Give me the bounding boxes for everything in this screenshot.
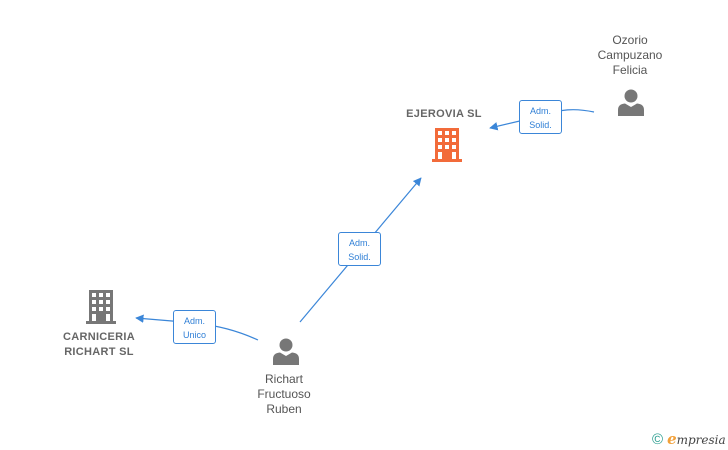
person-name-line: Ozorio: [612, 33, 648, 47]
edge-role-line: Adm.: [183, 316, 205, 326]
copyright-icon: ©: [652, 430, 664, 448]
edge-label-ozorio-ejerovia[interactable]: Adm. Solid.: [519, 100, 562, 134]
company-name-line: RICHART SL: [64, 346, 134, 358]
edge-role-line: Adm.: [348, 238, 370, 248]
brand-rest: mpresia: [676, 433, 726, 447]
edge-role-line: Solid.: [529, 120, 552, 130]
person-name-line: Richart: [264, 372, 303, 386]
person-icon[interactable]: [272, 337, 300, 365]
company-name-ejerovia[interactable]: EJEROVIA SL: [406, 108, 482, 120]
person-name-ozorio[interactable]: Ozorio Campuzano Felicia: [578, 33, 682, 78]
person-name-line: Fructuoso: [257, 387, 311, 401]
person-icon[interactable]: [617, 88, 645, 116]
company-name-carniceria[interactable]: CARNICERIA RICHART SL: [44, 330, 154, 360]
edge-label-richart-ejerovia[interactable]: Adm. Solid.: [338, 232, 381, 266]
brand-initial: e: [667, 430, 677, 448]
building-icon[interactable]: [86, 290, 116, 324]
person-name-line: Felicia: [612, 63, 648, 77]
empresia-watermark: © empresia: [652, 430, 726, 448]
edge-role-line: Adm.: [529, 106, 551, 116]
edge-role-line: Solid.: [348, 252, 371, 262]
edge-label-richart-carniceria[interactable]: Adm. Unico: [173, 310, 216, 344]
edge-role-line: Unico: [182, 330, 206, 340]
person-name-line: Ruben: [266, 402, 302, 416]
person-name-line: Campuzano: [597, 48, 663, 62]
company-name-line: CARNICERIA: [62, 331, 136, 343]
person-name-richart[interactable]: Richart Fructuoso Ruben: [232, 372, 336, 417]
building-icon[interactable]: [432, 128, 462, 162]
brand-logo: empresia: [667, 430, 726, 448]
